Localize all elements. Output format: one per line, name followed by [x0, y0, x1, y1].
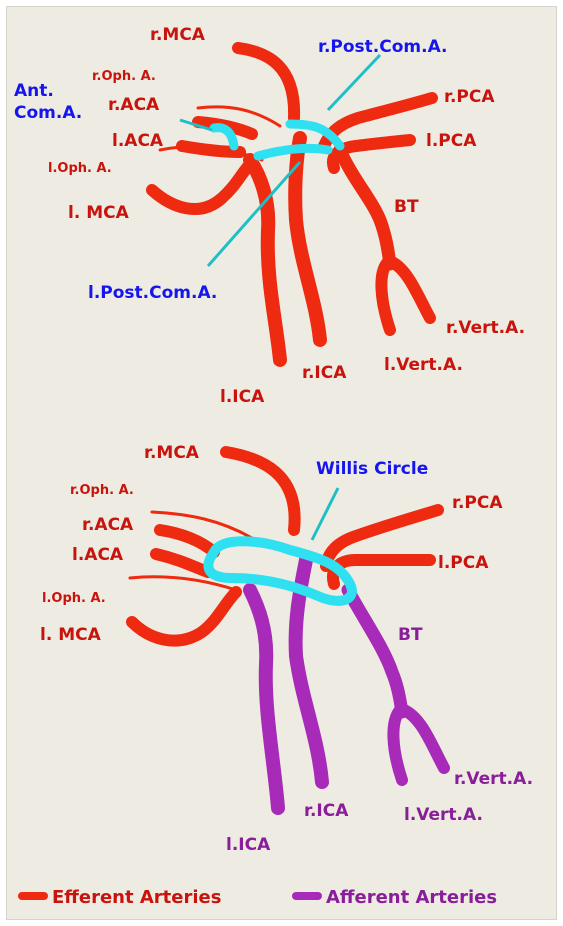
- bottom-l-vert-vessel: [393, 710, 402, 780]
- top-r-ica-vessel: [295, 138, 320, 340]
- top-bt-vessel: [340, 150, 390, 264]
- bottom-r-aca-vessel: [160, 530, 214, 552]
- top-r-vert-label: r.Vert.A.: [446, 318, 525, 338]
- top-diagram: r.MCA r.Post.Com.A. Ant. Com.A. r.Oph. A…: [14, 25, 525, 407]
- top-r-oph-label: r.Oph. A.: [92, 69, 156, 84]
- bottom-l-aca-vessel: [156, 554, 208, 572]
- bottom-l-mca-vessel: [132, 592, 236, 641]
- bottom-diagram: r.MCA Willis Circle r.Oph. A. r.ACA l.AC…: [40, 443, 533, 855]
- top-l-mca-label: l. MCA: [68, 203, 130, 223]
- bottom-l-vert-label: l.Vert.A.: [404, 805, 483, 825]
- bottom-r-aca-label: r.ACA: [82, 515, 134, 535]
- bottom-l-oph-label: l.Oph. A.: [42, 591, 106, 606]
- top-l-post-com-label: l.Post.Com.A.: [88, 283, 217, 303]
- top-l-ica-label: l.ICA: [220, 387, 265, 407]
- willis-circle-pointer: [312, 488, 338, 540]
- bottom-r-mca-label: r.MCA: [144, 443, 200, 463]
- bottom-r-vert-label: r.Vert.A.: [454, 769, 533, 789]
- afferent-swatch: [292, 892, 322, 900]
- bottom-bt-vessel: [348, 590, 402, 712]
- top-l-mca-vessel: [152, 162, 252, 209]
- bottom-l-aca-label: l.ACA: [72, 545, 124, 565]
- top-r-vert-vessel: [392, 262, 430, 318]
- top-r-mca-vessel: [238, 48, 294, 118]
- bottom-l-pca-label: l.PCA: [438, 553, 489, 573]
- bottom-l-ica-label: l.ICA: [226, 835, 271, 855]
- afferent-legend-label: Afferent Arteries: [326, 887, 497, 908]
- efferent-swatch: [18, 892, 48, 900]
- willis-circle-label: Willis Circle: [316, 459, 428, 479]
- top-r-mca-label: r.MCA: [150, 25, 206, 45]
- top-l-pca-label: l.PCA: [426, 131, 477, 151]
- top-r-post-com-label: r.Post.Com.A.: [318, 37, 448, 57]
- bottom-r-ica-label: r.ICA: [304, 801, 349, 821]
- bottom-r-pca-label: r.PCA: [452, 493, 503, 513]
- bottom-r-vert-vessel: [404, 710, 444, 768]
- efferent-legend-label: Efferent Arteries: [52, 887, 221, 908]
- top-l-oph-label: l.Oph. A.: [48, 161, 112, 176]
- top-l-vert-label: l.Vert.A.: [384, 355, 463, 375]
- top-r-aca-label: r.ACA: [108, 95, 160, 115]
- top-ant-com-artery: [214, 128, 234, 146]
- top-ant-label: Ant.: [14, 81, 54, 101]
- bottom-l-mca-label: l. MCA: [40, 625, 102, 645]
- top-bt-label: BT: [394, 197, 419, 217]
- legend: Efferent Arteries Afferent Arteries: [18, 887, 497, 908]
- top-r-pca-label: r.PCA: [444, 87, 495, 107]
- top-r-post-com-pointer: [328, 55, 380, 110]
- top-l-aca-label: l.ACA: [112, 131, 164, 151]
- bottom-r-oph-label: r.Oph. A.: [70, 483, 134, 498]
- bottom-bt-label: BT: [398, 625, 423, 645]
- bottom-l-ica-vessel: [250, 590, 278, 808]
- bottom-r-mca-vessel: [226, 452, 295, 530]
- top-com-a-label: Com.A.: [14, 103, 82, 123]
- top-l-vert-vessel: [381, 262, 390, 330]
- top-r-ica-label: r.ICA: [302, 363, 347, 383]
